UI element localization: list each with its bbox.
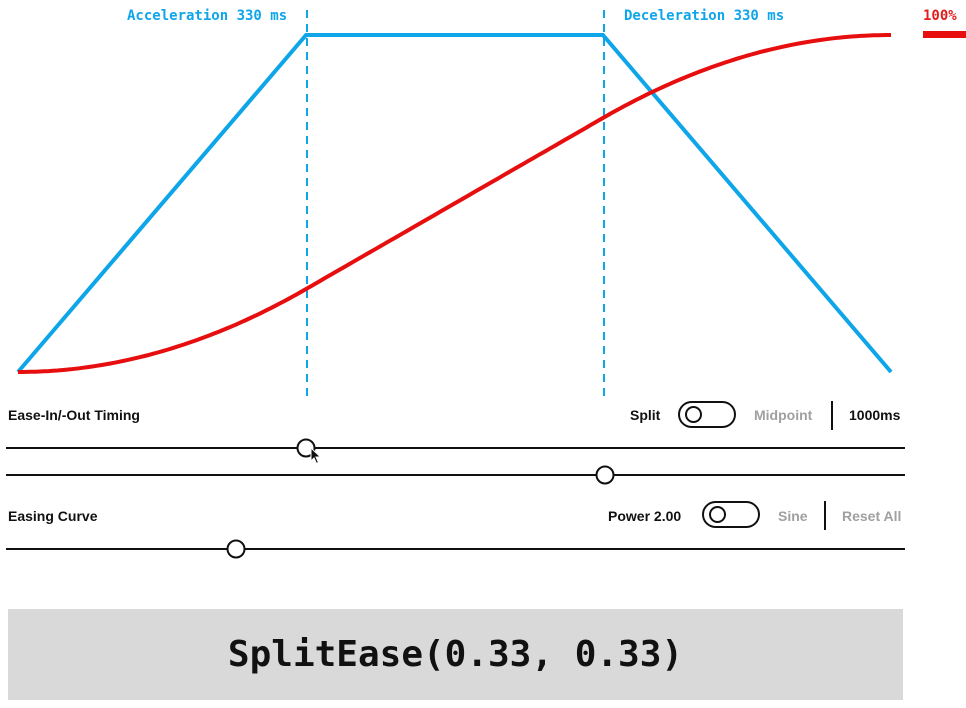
- duration-label[interactable]: 1000ms: [849, 407, 901, 423]
- position-curve: [18, 33, 891, 374]
- power-label[interactable]: Power 2.00: [608, 508, 682, 524]
- ease-out-slider-handle[interactable]: [595, 465, 615, 485]
- timing-label: Ease-In/-Out Timing: [8, 407, 140, 423]
- ease-in-slider-track[interactable]: [6, 447, 905, 449]
- split-label[interactable]: Split: [630, 407, 661, 423]
- sine-label[interactable]: Sine: [778, 508, 808, 524]
- progress-readout: 100%: [923, 8, 957, 24]
- power-sine-toggle[interactable]: [702, 501, 760, 528]
- deceleration-label: Deceleration 330 ms: [624, 8, 785, 24]
- mouse-pointer-icon: [310, 447, 322, 465]
- progress-bar: [923, 31, 966, 38]
- function-output-box: SplitEase(0.33, 0.33): [8, 609, 903, 700]
- function-output-text: SplitEase(0.33, 0.33): [227, 634, 684, 675]
- reset-all-button[interactable]: Reset All: [842, 508, 902, 524]
- easing-curve-label: Easing Curve: [8, 508, 98, 524]
- easing-curve-slider-handle[interactable]: [226, 539, 246, 559]
- divider: [831, 401, 833, 430]
- toggle-knob: [709, 506, 726, 523]
- easing-graph: [16, 10, 893, 400]
- acceleration-label: Acceleration 330 ms: [127, 8, 288, 24]
- midpoint-label[interactable]: Midpoint: [754, 407, 813, 423]
- ease-out-slider-track[interactable]: [6, 474, 905, 476]
- easing-curve-slider-track[interactable]: [6, 548, 905, 550]
- toggle-knob: [685, 406, 702, 423]
- velocity-curve: [16, 33, 893, 374]
- divider: [824, 501, 826, 530]
- split-midpoint-toggle[interactable]: [678, 401, 736, 428]
- progress-bar-fill: [923, 31, 966, 38]
